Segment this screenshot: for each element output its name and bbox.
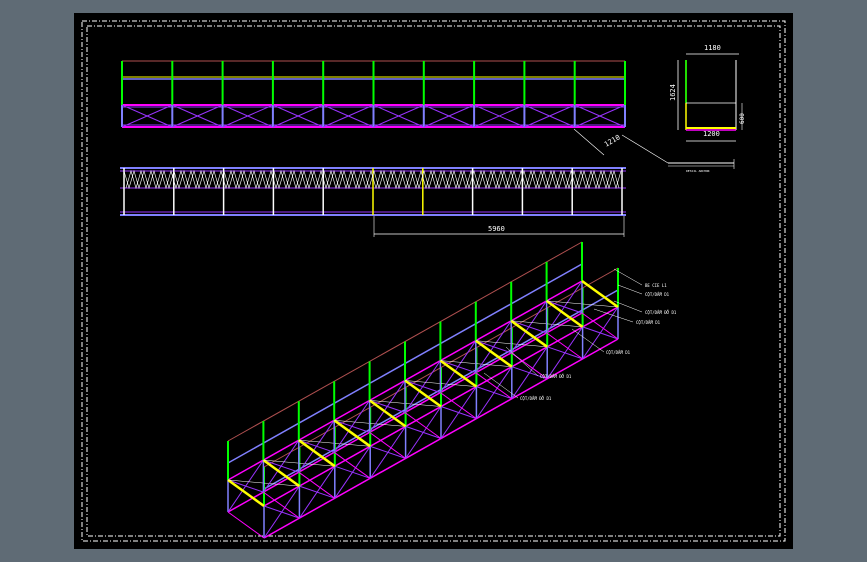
- iso-bottom-crossbeam: [546, 332, 583, 360]
- iso-floor-crossbeam: [545, 299, 584, 328]
- callout-leader: [613, 300, 643, 313]
- iso-bottom-crossbeam: [440, 392, 477, 420]
- iso-truss-diagonal: [262, 439, 300, 493]
- drawing-sheet: 1180 1624 600 1200 5960 1210 DETAIL ANCH…: [74, 13, 793, 549]
- iso-floor-crossbeam: [404, 379, 442, 408]
- callout-label: CỘT/DẦM ĐỠ D1: [645, 310, 677, 315]
- iso-floor-crossbeam: [475, 339, 513, 368]
- iso-truss-diagonal: [510, 300, 548, 354]
- iso-floor-crossbeam: [510, 319, 548, 348]
- iso-truss-diagonal: [369, 426, 407, 479]
- iso-truss-diagonal: [511, 346, 548, 399]
- sheet-outer-border: [81, 20, 786, 542]
- iso-bottom-crossbeam: [404, 412, 442, 439]
- callout-leader: [483, 372, 519, 399]
- iso-truss-diagonal: [333, 400, 371, 453]
- iso-floor-crossbeam: [439, 359, 478, 388]
- iso-floor-crossbeam: [333, 419, 371, 448]
- truss-diagonal: [423, 104, 475, 128]
- truss-diagonal: [121, 104, 173, 128]
- iso-truss-diagonal: [298, 420, 335, 473]
- iso-truss-diagonal: [475, 366, 513, 419]
- truss-diagonal: [473, 104, 525, 128]
- iso-truss-diagonal: [546, 326, 584, 380]
- iso-truss-diagonal: [404, 360, 441, 413]
- truss-diagonal: [222, 104, 274, 128]
- dimension-leader: [621, 134, 669, 164]
- elevation-view: [121, 60, 669, 164]
- section-height-label: 1624: [669, 84, 677, 101]
- truss-diagonal: [272, 104, 324, 128]
- truss-diagonal: [524, 104, 575, 128]
- iso-floor-crossbeam: [368, 399, 407, 428]
- iso-truss-diagonal: [405, 406, 442, 459]
- iso-bottom-crossbeam: [475, 372, 513, 400]
- section-width-bottom-label: 1200: [703, 130, 720, 138]
- truss-diagonal: [574, 104, 626, 128]
- iso-bottom-crossbeam: [263, 491, 300, 519]
- callout-label: CỘT/DẦM D1: [606, 350, 631, 355]
- iso-truss-diagonal: [298, 465, 336, 519]
- callout-label: CỘT/DẦM ĐỠ D1: [540, 374, 572, 379]
- iso-bottom-crossbeam: [333, 451, 371, 479]
- plan-view: [120, 167, 626, 237]
- callout-leader: [505, 346, 539, 377]
- iso-truss-diagonal: [263, 485, 300, 539]
- iso-floor-crossbeam: [581, 279, 619, 309]
- iso-truss-diagonal: [440, 386, 477, 439]
- callout-leader: [593, 308, 634, 323]
- dimension-leader: [573, 128, 605, 156]
- iso-truss-diagonal: [227, 459, 264, 513]
- truss-diagonal: [373, 104, 425, 128]
- section-view: 1180 1624 600 1200: [668, 44, 746, 169]
- callout-label: CỘT/DẦM D1: [645, 292, 670, 297]
- iso-truss-diagonal: [369, 380, 406, 433]
- isometric-view: [227, 241, 643, 539]
- callout-leader: [617, 284, 643, 295]
- iso-truss-diagonal: [334, 446, 371, 499]
- plan-bracing: [123, 169, 620, 190]
- callout-label: CỘT/DẦM ĐỠ D1: [520, 396, 552, 401]
- sheet-inner-border: [86, 25, 781, 537]
- callout-label: CỘT/DẦM D1: [636, 320, 661, 325]
- section-width-top-label: 1180: [704, 44, 721, 52]
- truss-diagonal: [322, 104, 374, 128]
- callout-group: BE CIE L1 CỘT/DẦM D1 CỘT/DẦM ĐỠ D1 CỘT/D…: [520, 283, 677, 401]
- callout-leader: [571, 328, 605, 353]
- diagonal-dimension-label: 1210: [603, 133, 622, 148]
- truss-drawing: 1180 1624 600 1200 5960 1210 DETAIL ANCH…: [81, 20, 786, 542]
- plan-bracing: [125, 169, 622, 190]
- iso-truss-diagonal: [439, 340, 477, 393]
- iso-truss-diagonal: [546, 280, 583, 334]
- iso-bottom-crossbeam: [581, 312, 619, 340]
- section-small-label: 600: [739, 113, 746, 124]
- truss-diagonal: [172, 104, 223, 128]
- callout-label: BE CIE L1: [645, 283, 667, 288]
- iso-bottom-crossbeam: [298, 471, 336, 499]
- iso-floor-crossbeam: [298, 439, 336, 468]
- iso-truss-diagonal: [475, 320, 512, 373]
- iso-bottom-crossbeam: [369, 431, 406, 459]
- span-dimension-label: 5960: [488, 225, 505, 233]
- iso-floor-crossbeam: [227, 478, 265, 508]
- detail-caption: DETAIL ANCHOR: [686, 169, 710, 173]
- callout-leader: [613, 268, 643, 286]
- iso-bottom-crossbeam: [227, 511, 265, 539]
- iso-truss-diagonal: [582, 306, 619, 360]
- iso-floor-crossbeam: [262, 459, 301, 488]
